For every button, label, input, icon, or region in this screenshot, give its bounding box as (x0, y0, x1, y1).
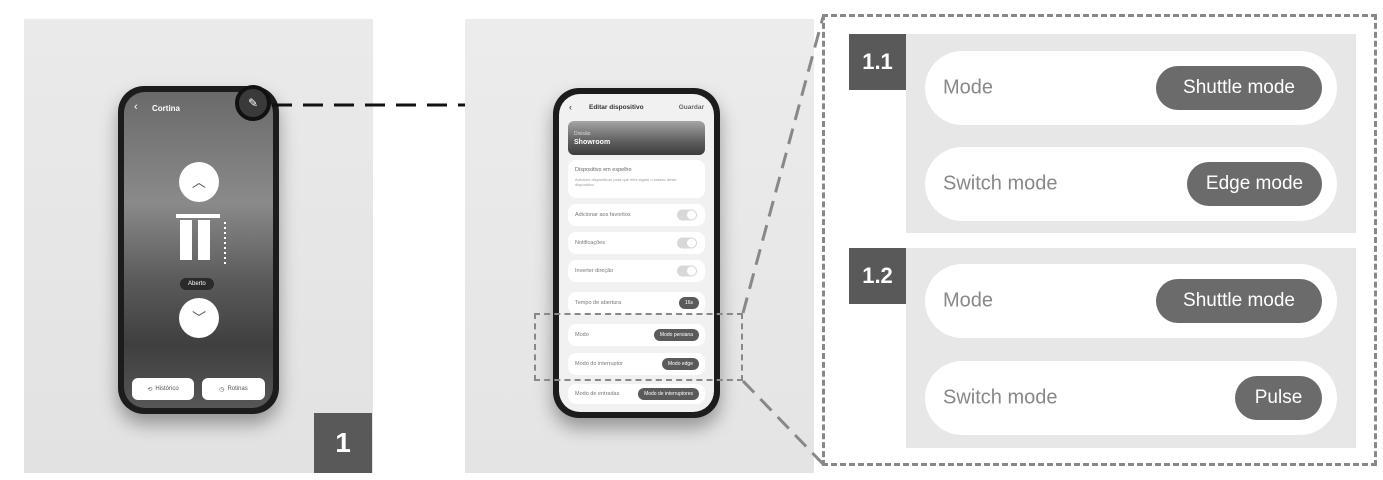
step-badge: 1 (314, 413, 372, 473)
open-time-row[interactable]: Tempo de abertura 16s (568, 292, 705, 314)
position-slider[interactable] (224, 222, 226, 264)
room-name: Showroom (574, 139, 611, 146)
open-up-button[interactable]: ︿ (179, 162, 219, 202)
notifications-label: Notificações (575, 240, 605, 246)
chevron-up-icon: ︿ (192, 174, 206, 190)
edit-header: ‹ Editar dispositivo Guardar (559, 94, 714, 118)
switch-mode-label: Switch mode (943, 386, 1058, 409)
close-down-button[interactable]: ﹀ (179, 298, 219, 338)
mode-value-pill[interactable]: Shuttle mode (1156, 66, 1322, 110)
mirror-device-card[interactable]: Dispositivo em espelho Adicione disposit… (568, 160, 705, 198)
invert-direction-toggle[interactable] (677, 265, 697, 277)
open-time-label: Tempo de abertura (575, 300, 622, 306)
favorites-toggle[interactable] (677, 209, 697, 221)
save-button[interactable]: Guardar (678, 104, 704, 111)
mode-value-pill[interactable]: Shuttle mode (1156, 279, 1322, 323)
zoom-connector-lines (741, 16, 825, 466)
switch-mode-label: Modo do interruptor (575, 361, 623, 367)
option-1-2-badge: 1.2 (849, 248, 906, 304)
switch-mode-value[interactable]: Modo edge (661, 358, 699, 370)
phone-edit-device: ‹ Editar dispositivo Guardar Divisão Sho… (553, 88, 720, 418)
status-badge: Aberto (180, 278, 214, 290)
invert-direction-label: Inverter direção (575, 268, 614, 274)
mode-label: Mode (943, 76, 994, 99)
switch-mode-setting-row[interactable]: Switch mode Edge mode (925, 147, 1337, 221)
zoom-detail-box (822, 14, 1377, 466)
input-mode-label: Modo de entradas (575, 391, 620, 397)
mirror-description: Adicione dispositivos para que eles siga… (575, 177, 677, 187)
chevron-down-icon: ﹀ (192, 310, 206, 326)
mode-label: Modo (575, 332, 589, 338)
switch-mode-value-pill[interactable]: Pulse (1235, 376, 1322, 420)
switch-mode-row[interactable]: Modo do interruptor Modo edge (568, 353, 705, 375)
page-title: Editar dispositivo (589, 104, 644, 111)
clock-icon: ◷ (219, 386, 225, 393)
back-icon[interactable]: ‹ (569, 102, 572, 112)
curtain-graphic (176, 214, 220, 260)
mode-label: Mode (943, 289, 994, 312)
edit-device-screen: ‹ Editar dispositivo Guardar Divisão Sho… (559, 94, 714, 412)
room-card[interactable]: Divisão Showroom (568, 121, 705, 155)
history-button[interactable]: ⟲ Histórico (132, 378, 194, 400)
favorites-row: Adicionar aos favoritos (568, 204, 705, 226)
phone-curtain-control: ‹ Cortina ︿ Aberto ﹀ ⟲ Histórico ◷ Rotin… (118, 86, 279, 414)
notifications-toggle[interactable] (677, 237, 697, 249)
mode-setting-row[interactable]: Mode Shuttle mode (925, 51, 1337, 125)
history-icon: ⟲ (147, 386, 153, 393)
switch-mode-label: Switch mode (943, 172, 1058, 195)
back-icon[interactable]: ‹ (134, 101, 138, 113)
curtain-screen: ‹ Cortina ︿ Aberto ﹀ ⟲ Histórico ◷ Rotin… (124, 92, 273, 408)
mode-value[interactable]: Modo persiana (653, 329, 699, 341)
input-mode-row[interactable]: Modo de entradas Modo de interruptores (568, 384, 705, 404)
history-label: Histórico (155, 386, 179, 392)
switch-mode-setting-row[interactable]: Switch mode Pulse (925, 361, 1337, 435)
option-1-1-badge: 1.1 (849, 34, 906, 90)
edit-button[interactable]: ✎ (235, 85, 271, 121)
room-label: Divisão (574, 131, 591, 137)
device-title: Cortina (152, 104, 180, 113)
notifications-row: Notificações (568, 232, 705, 254)
mode-highlight-box (534, 313, 743, 381)
routines-button[interactable]: ◷ Rotinas (202, 378, 265, 400)
switch-mode-value-pill[interactable]: Edge mode (1187, 162, 1322, 206)
mode-setting-row[interactable]: Mode Shuttle mode (925, 264, 1337, 338)
favorites-label: Adicionar aos favoritos (575, 212, 631, 218)
mirror-title: Dispositivo em espelho (575, 167, 632, 173)
invert-direction-row: Inverter direção (568, 260, 705, 282)
mode-row[interactable]: Modo Modo persiana (568, 324, 705, 346)
routines-label: Rotinas (227, 386, 248, 392)
pencil-icon: ✎ (247, 96, 259, 110)
input-mode-value[interactable]: Modo de interruptores (638, 388, 699, 400)
open-time-value[interactable]: 16s (678, 297, 699, 309)
